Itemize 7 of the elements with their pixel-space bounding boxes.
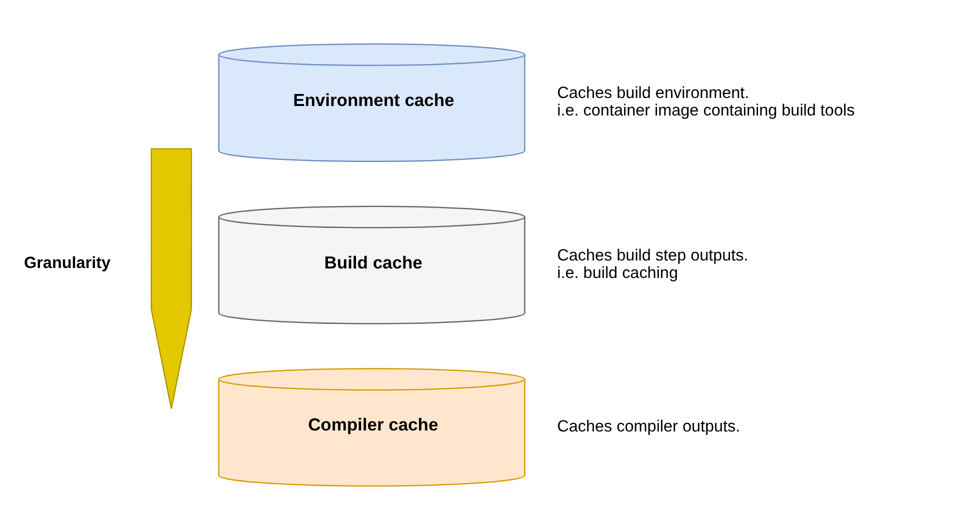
node-arrow [150,148,192,409]
node-label: i.e. build caching [557,263,678,282]
node-label: Caches build step outputs. [557,246,748,264]
node-label: Caches compiler outputs. [557,417,740,436]
node-label: Caches build environment. [557,84,750,102]
node-label: i.e. container image containing build tools [557,101,855,120]
label: Granularity [24,253,111,272]
